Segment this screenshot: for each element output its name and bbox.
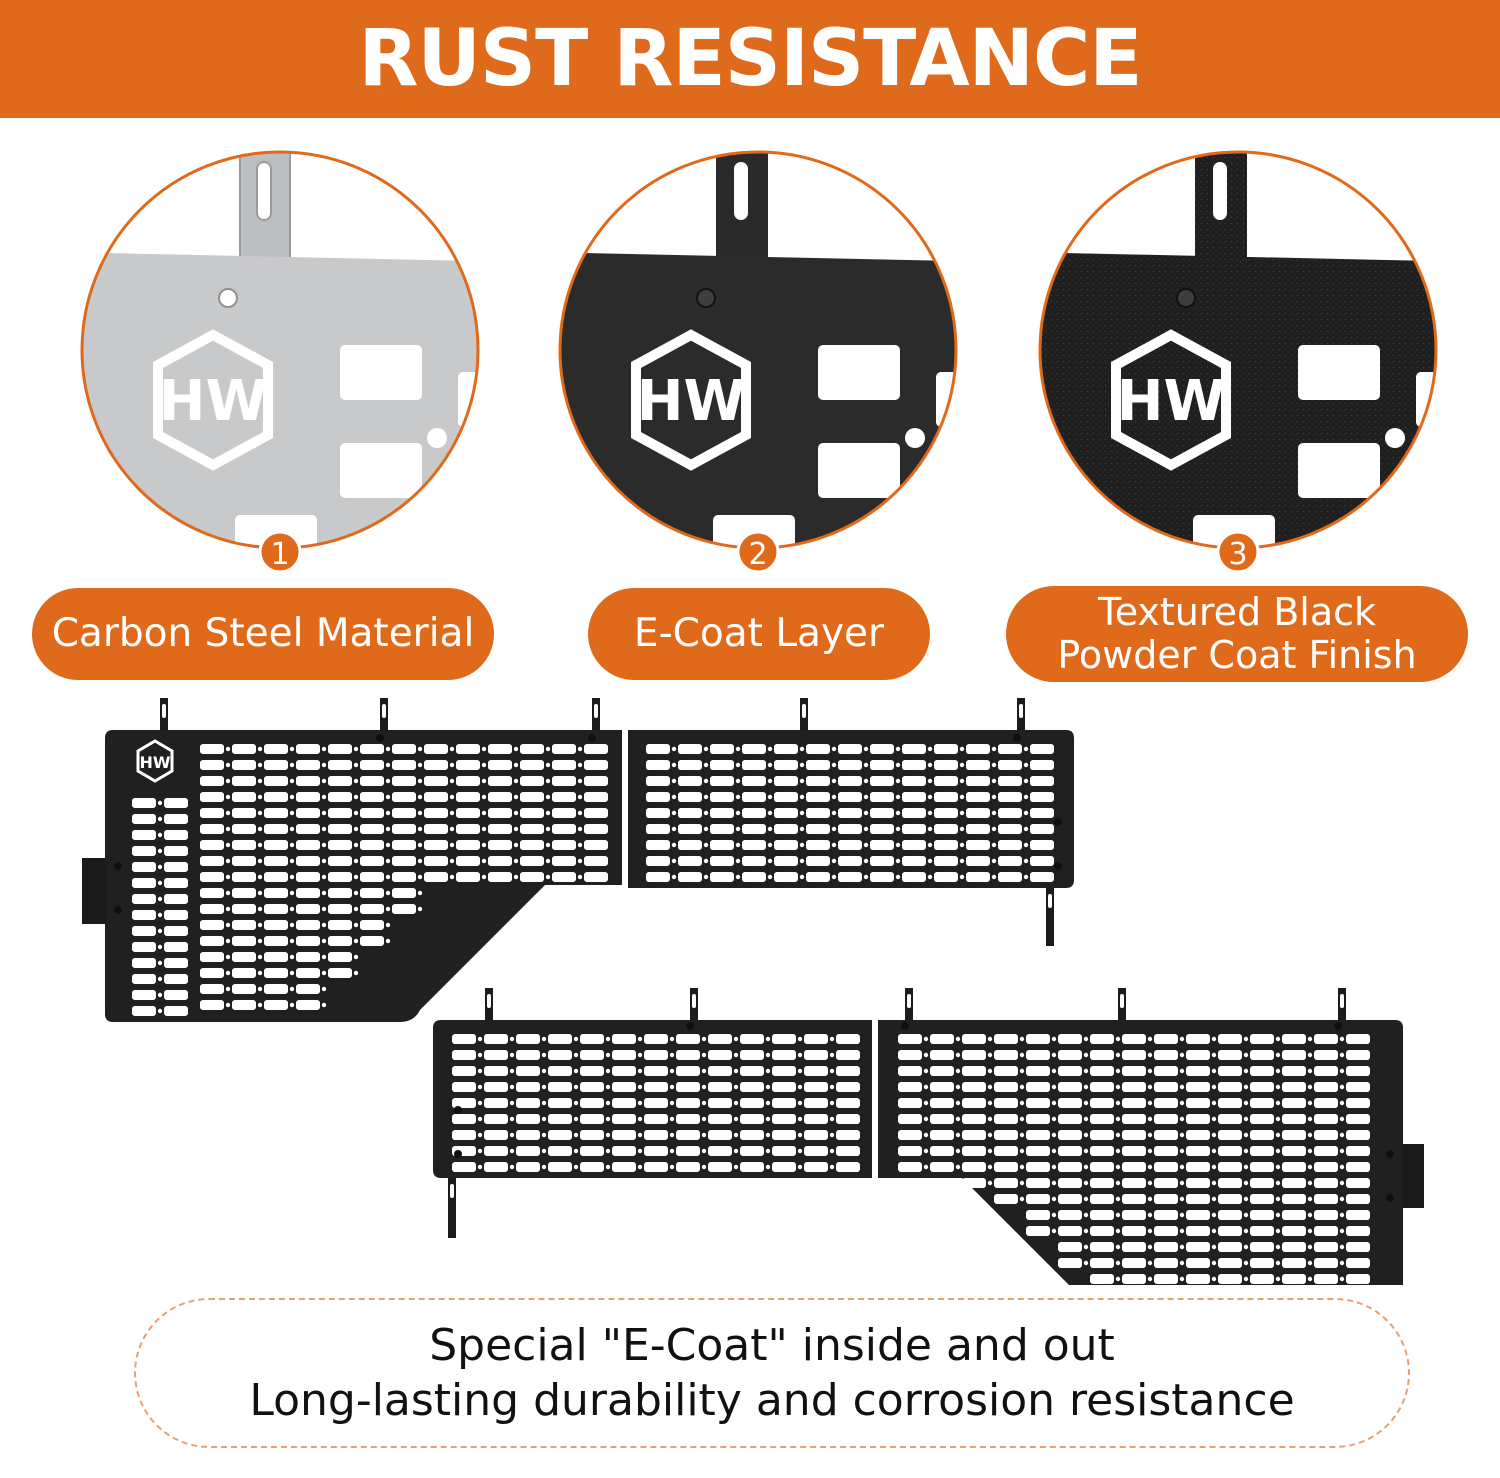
header-banner: RUST RESISTANCE: [0, 0, 1500, 118]
molle-panel-product-image: HW: [82, 698, 1424, 1285]
banner-title: RUST RESISTANCE: [358, 14, 1143, 104]
svg-text:HW: HW: [1117, 369, 1226, 434]
hexagon-hw-logo-icon: [153, 329, 273, 471]
hexagon-hw-logo-icon: HW: [136, 739, 174, 783]
step-1-label: Carbon Steel Material: [32, 588, 494, 680]
caption-line-2: Long-lasting durability and corrosion re…: [249, 1375, 1295, 1426]
hexagon-hw-logo-icon: [631, 329, 751, 471]
caption-line-1: Special "E-Coat" inside and out: [429, 1320, 1115, 1371]
hexagon-hw-logo-icon: [1111, 329, 1231, 471]
step-1-number-badge: 1: [258, 530, 302, 574]
step-2-number-badge: 2: [736, 530, 780, 574]
step-1-carbon-steel-closeup: HW: [80, 150, 480, 550]
step-2-ecoat-closeup: HW: [558, 150, 958, 550]
step-1-label-text: Carbon Steel Material: [51, 611, 475, 657]
upper-panel-set: [82, 698, 1074, 1022]
svg-text:2: 2: [748, 537, 767, 572]
svg-text:1: 1: [270, 537, 289, 572]
caption-box: Special "E-Coat" inside and out Long-las…: [134, 1298, 1410, 1448]
svg-text:3: 3: [1228, 537, 1247, 572]
step-2-label-text: E-Coat Layer: [633, 611, 885, 657]
svg-text:HW: HW: [159, 369, 268, 434]
step-3-number-badge: 3: [1216, 530, 1260, 574]
step-3-label-line1: Textured Black: [1097, 590, 1377, 635]
lower-panel-set: [433, 988, 1424, 1285]
step-2-label: E-Coat Layer: [588, 588, 930, 680]
svg-text:HW: HW: [139, 753, 170, 772]
step-3-label-line2: Powder Coat Finish: [1057, 633, 1417, 677]
step-3-powder-coat-closeup: HW: [1038, 150, 1438, 550]
step-3-label: Textured Black Powder Coat Finish: [1006, 586, 1468, 682]
coating-steps-illustration: HW HW: [80, 150, 1438, 574]
svg-text:HW: HW: [637, 369, 746, 434]
